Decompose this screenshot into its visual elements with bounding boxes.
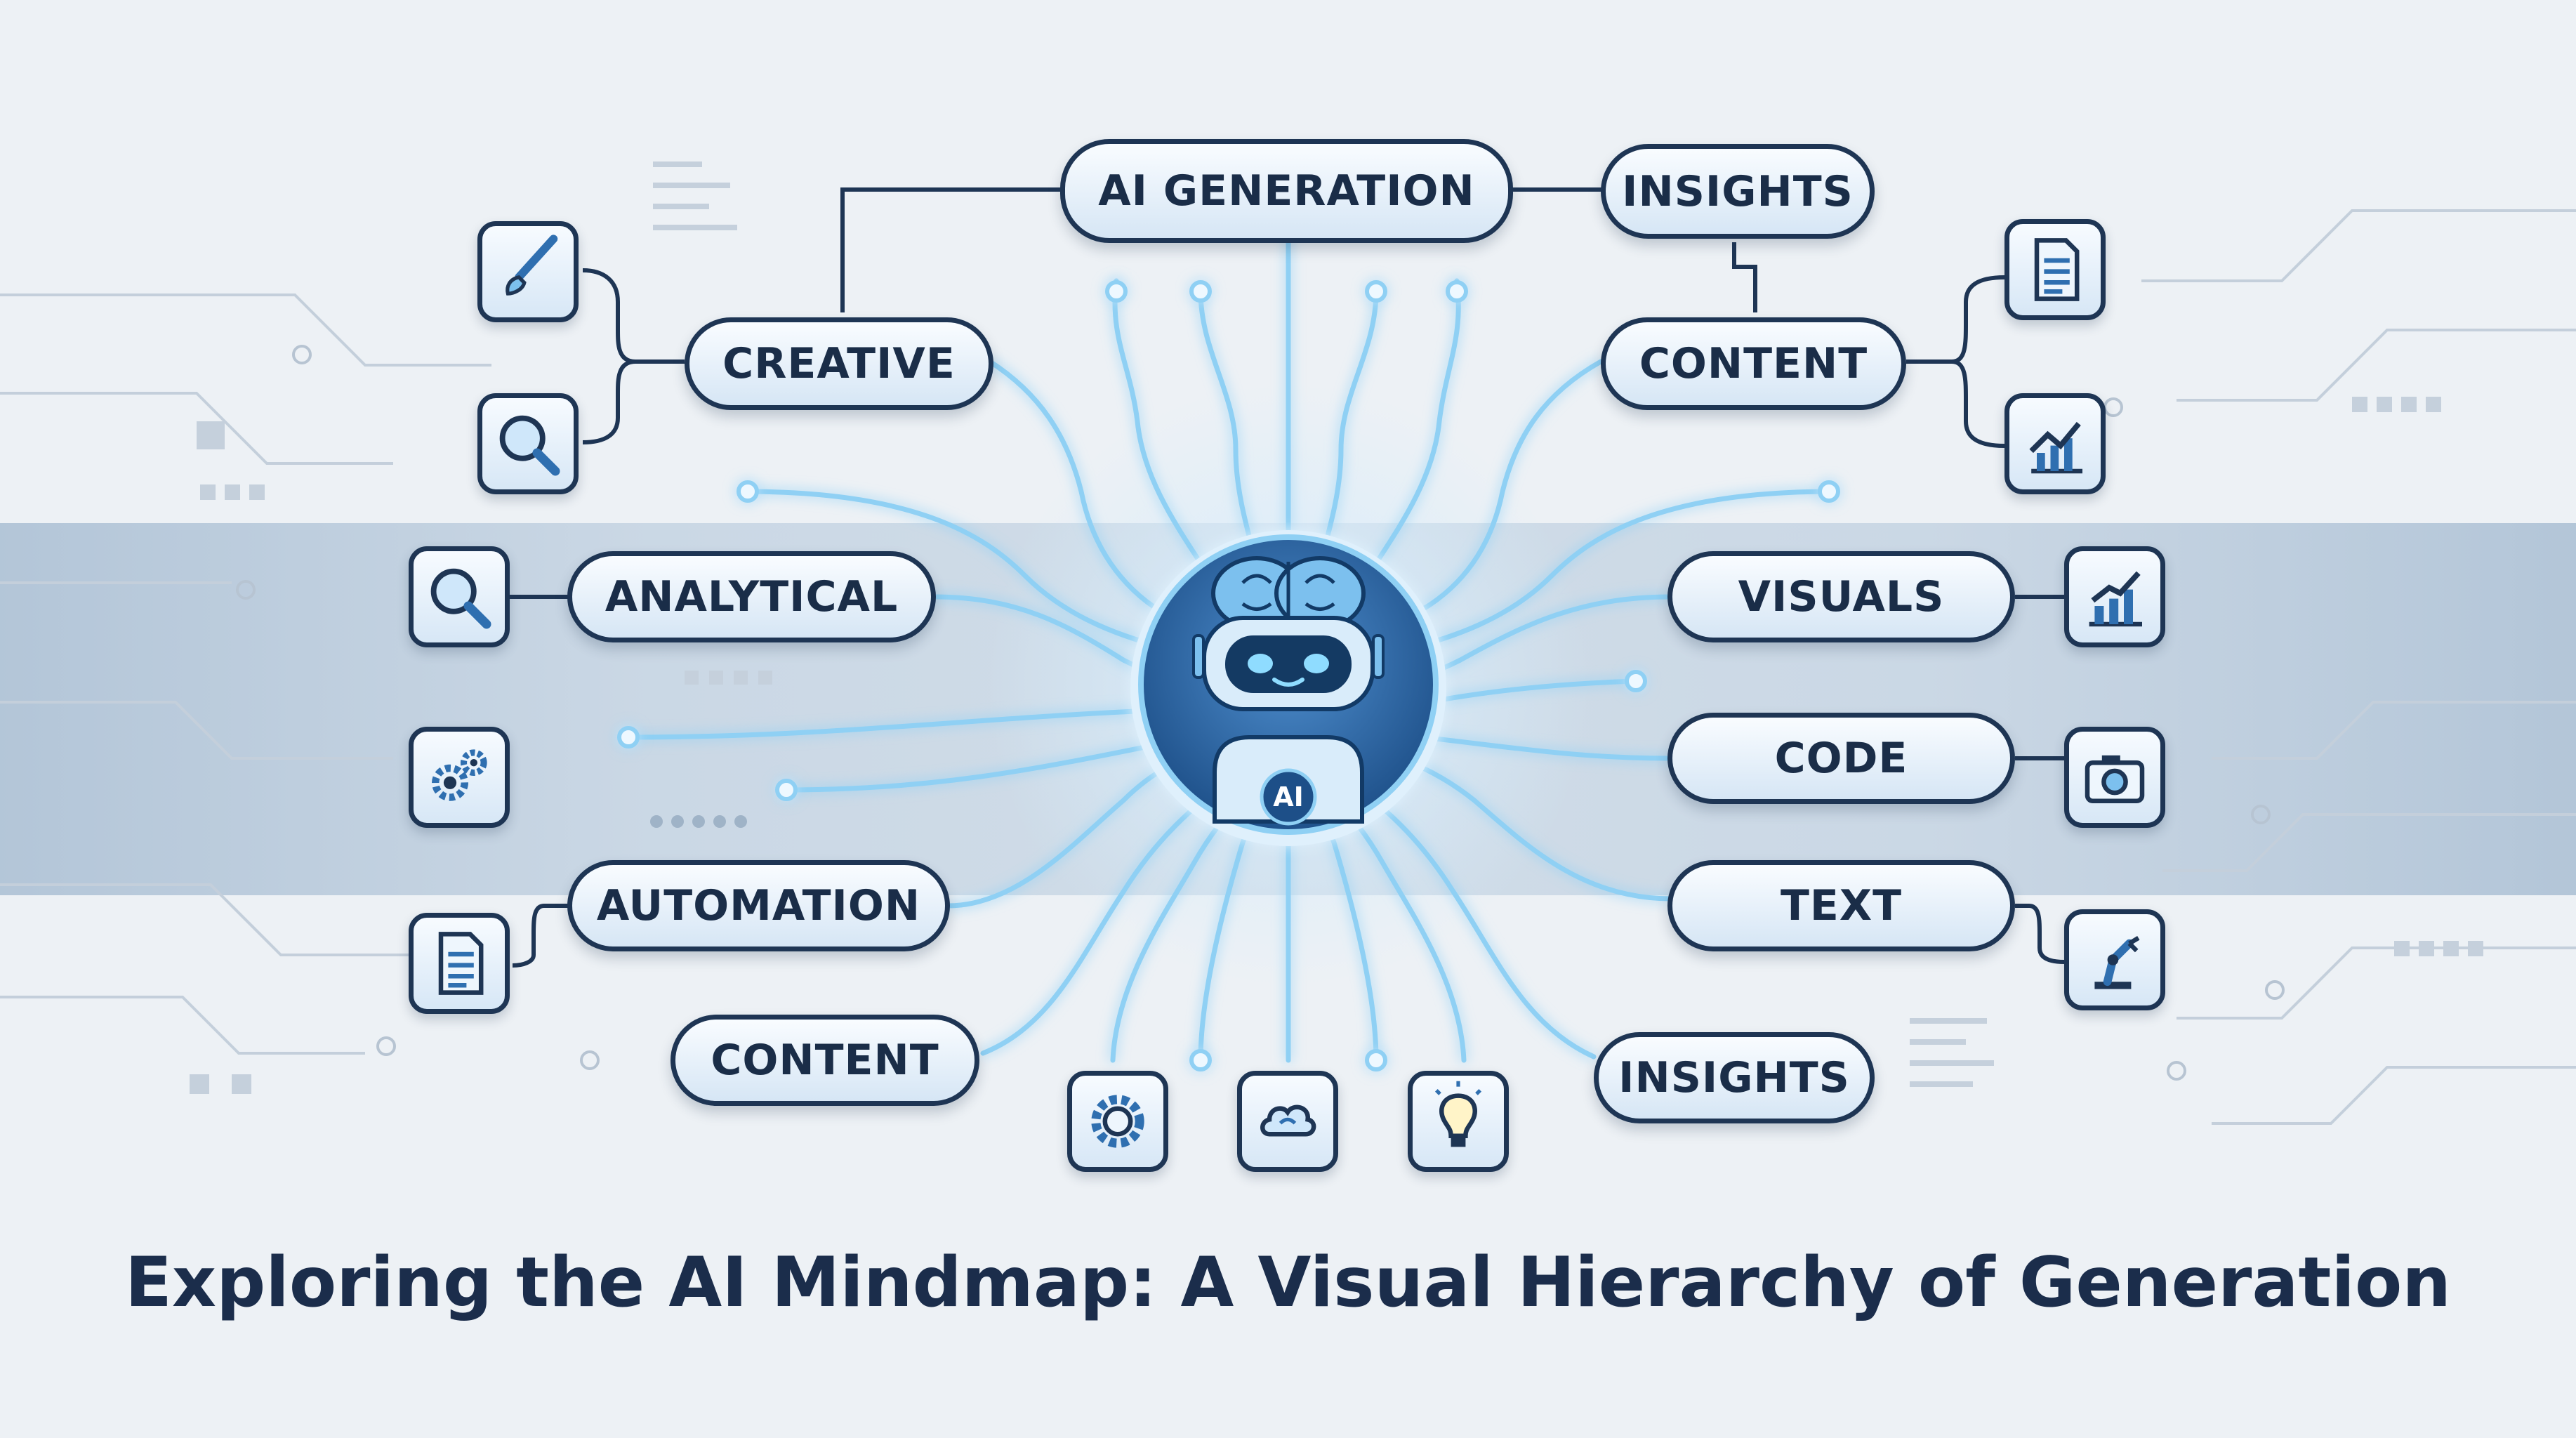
paintbrush-icon[interactable] bbox=[477, 221, 579, 322]
document-icon[interactable] bbox=[2004, 219, 2106, 320]
page-title: Exploring the AI Mindmap: A Visual Hiera… bbox=[124, 1243, 2452, 1323]
node-text[interactable]: TEXT bbox=[1667, 860, 2015, 951]
ai-badge: AI bbox=[1273, 781, 1304, 812]
magnifier-icon[interactable] bbox=[477, 393, 579, 494]
node-ai-generation[interactable]: AI GENERATION bbox=[1060, 139, 1513, 243]
node-code[interactable]: CODE bbox=[1667, 713, 2015, 804]
node-connectors bbox=[509, 187, 2065, 968]
node-automation[interactable]: AUTOMATION bbox=[567, 860, 950, 951]
node-insights-bottom[interactable]: INSIGHTS bbox=[1594, 1032, 1875, 1123]
node-content-right[interactable]: CONTENT bbox=[1601, 317, 1906, 410]
robot-head-icon bbox=[1192, 616, 1385, 711]
gear-icon[interactable] bbox=[1067, 1071, 1168, 1172]
small-dots bbox=[650, 815, 747, 828]
node-insights-top[interactable]: INSIGHTS bbox=[1601, 144, 1875, 239]
endpoint-dots bbox=[617, 280, 1840, 1071]
node-visuals[interactable]: VISUALS bbox=[1667, 551, 2015, 642]
document-icon[interactable] bbox=[409, 913, 510, 1014]
ai-hub bbox=[1130, 530, 1446, 846]
bar-chart-icon[interactable] bbox=[2064, 546, 2165, 647]
background-dashes bbox=[190, 161, 2483, 1094]
line-chart-icon[interactable] bbox=[2004, 393, 2106, 494]
brain-cloud-icon[interactable] bbox=[1237, 1071, 1338, 1172]
magnifier-icon[interactable] bbox=[409, 546, 510, 647]
node-content-left[interactable]: CONTENT bbox=[671, 1015, 979, 1106]
node-creative[interactable]: CREATIVE bbox=[685, 317, 993, 410]
gears-icon[interactable] bbox=[409, 727, 510, 828]
lightbulb-icon[interactable] bbox=[1408, 1071, 1509, 1172]
brain-icon bbox=[1211, 556, 1366, 631]
background-circuits bbox=[0, 209, 2576, 1125]
node-analytical[interactable]: ANALYTICAL bbox=[567, 551, 936, 642]
camera-icon[interactable] bbox=[2064, 727, 2165, 828]
robot-arm-icon[interactable] bbox=[2064, 909, 2165, 1010]
